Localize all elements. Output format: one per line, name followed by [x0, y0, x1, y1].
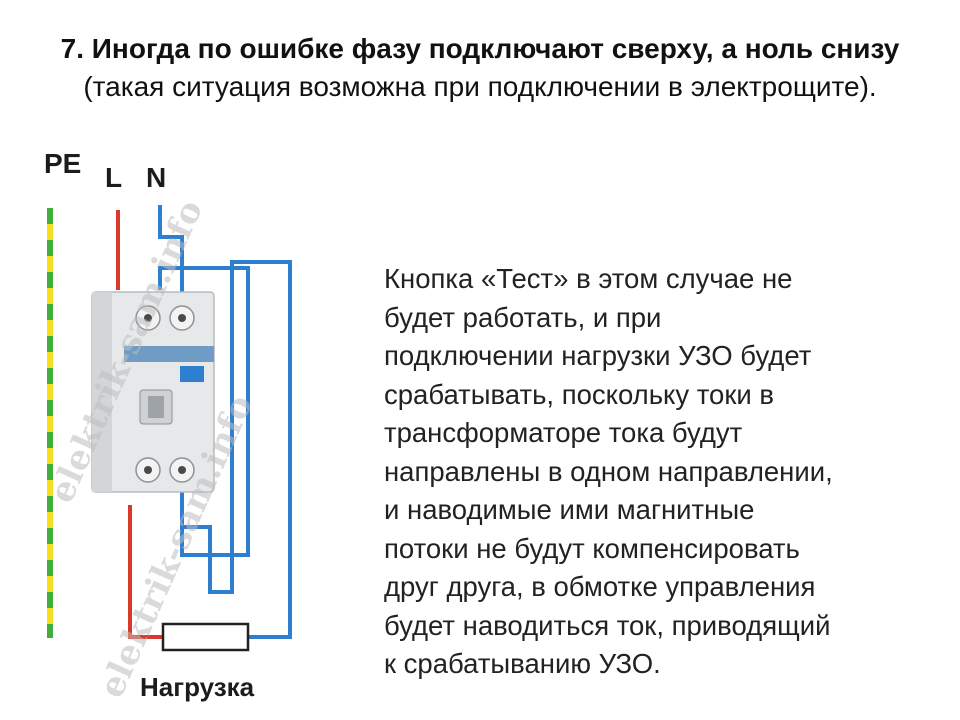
description-line: будет работать, и при — [384, 301, 662, 333]
description-line: срабатывать, поскольку токи в — [384, 378, 774, 410]
phase-label: L — [105, 162, 123, 193]
description-line: подключении нагрузки УЗО будет — [384, 340, 812, 371]
neutral-wire-out — [180, 260, 292, 639]
page-title: 7. Иногда по ошибке фазу подключают свер… — [20, 30, 940, 106]
neutral-label: N — [146, 162, 167, 193]
description-line: Кнопка «Тест» в этом случае не — [384, 263, 793, 294]
description-line: направлены в одном направлении, — [384, 455, 833, 487]
load-resistor — [161, 622, 250, 652]
description-line: потоки не будут компенсировать — [384, 532, 800, 564]
title-rest: (такая ситуация возможна при подключении… — [83, 71, 877, 102]
description-line: и наводимые ими магнитные — [384, 494, 755, 525]
description-line: трансформаторе тока будут — [384, 417, 743, 448]
test-button — [180, 366, 204, 382]
title-bold: 7. Иногда по ошибке фазу подключают свер… — [60, 33, 900, 64]
description-line: к срабатыванию УЗО. — [384, 648, 661, 679]
description-line: друг друга, в обмотке управления — [384, 571, 816, 602]
neutral-wire-in — [158, 205, 250, 557]
load-label: Нагрузка — [140, 672, 255, 702]
rcd-device — [91, 291, 215, 493]
pe-label: PE — [44, 148, 82, 179]
description-text: Кнопка «Тест» в этом случае не будет раб… — [384, 260, 944, 684]
description-line: будет наводиться ток, приводящий — [384, 609, 831, 641]
phase-wire-out — [128, 505, 163, 639]
